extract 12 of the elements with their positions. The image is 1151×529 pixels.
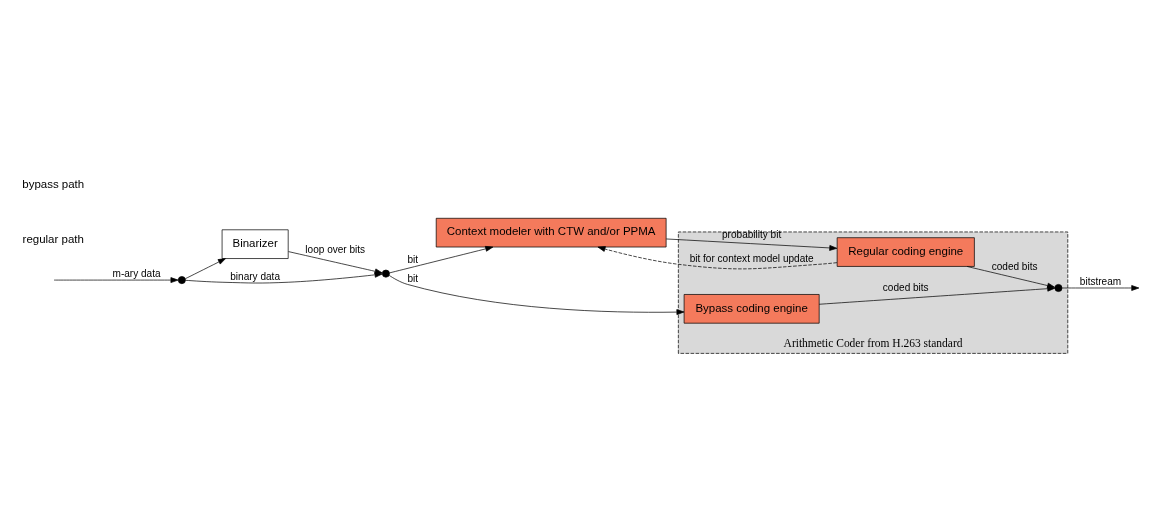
edge-label: bit (407, 253, 419, 265)
label: regular path (22, 232, 84, 245)
edge-label: binary data (230, 270, 280, 282)
edge-label: coded bits (882, 281, 929, 293)
edge-label: loop over bits (305, 243, 366, 255)
edge-label: m-ary data (112, 267, 161, 279)
edge-label: coded bits (991, 260, 1038, 272)
edge-label: bit for context model update (689, 252, 814, 264)
edge-label: bit (407, 272, 419, 284)
edge-label: probability bit (722, 228, 782, 240)
label: bypass path (22, 177, 85, 190)
edge-label: bitstream (1079, 275, 1122, 287)
